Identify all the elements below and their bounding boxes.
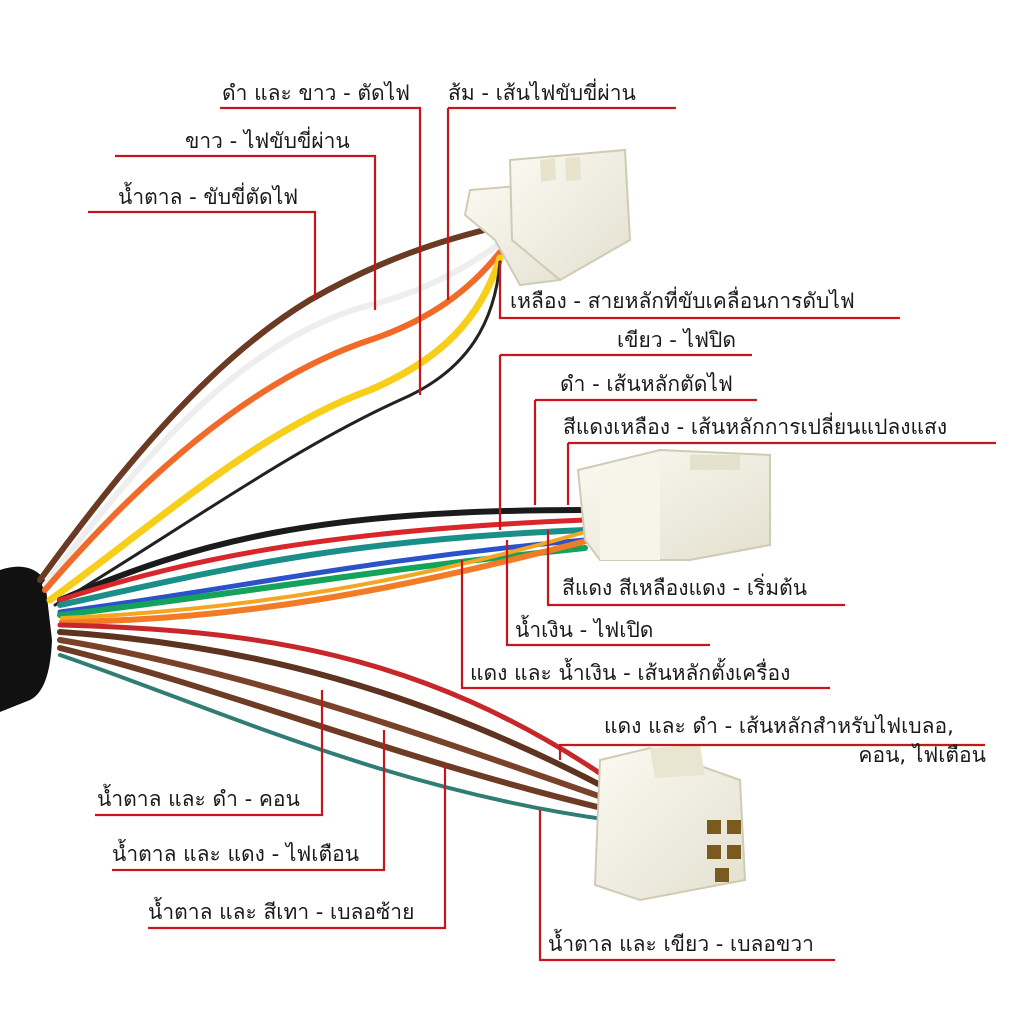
label-brown-red: น้ำตาล และ แดง - ไฟเตือน <box>112 842 360 866</box>
leader-white <box>115 154 377 310</box>
wire-brown-3 <box>57 645 613 813</box>
leader-blue <box>505 540 710 647</box>
leader-brown-red <box>112 730 386 872</box>
leader-red-blue <box>460 560 830 690</box>
wire-yellow <box>46 254 504 604</box>
label-red-black-1: แดง และ ดำ - เส้นหลักสำหรับไฟเบลอ, <box>604 714 954 738</box>
label-yellow: เหลือง - สายหลักที่ขับเคลื่อนการดับไฟ <box>510 289 855 313</box>
label-orange: ส้ม - เส้นไฟขับขี่ผ่าน <box>448 81 636 105</box>
label-brown-grey: น้ำตาล และ สีเทา - เบลอซ้าย <box>148 900 415 924</box>
leader-red-black <box>558 743 985 760</box>
label-red-blue: แดง และ น้ำเงิน - เส้นหลักตั้งเครื่อง <box>470 661 791 685</box>
leader-green <box>498 353 752 530</box>
leader-yellow <box>498 262 900 320</box>
leader-black-white <box>220 106 422 395</box>
label-blue: น้ำเงิน - ไฟเปิด <box>515 618 654 642</box>
wire-teal-bottom <box>58 653 612 822</box>
label-white: ขาว - ไฟขับขี่ผ่าน <box>185 129 350 153</box>
wire-teal <box>57 527 588 608</box>
wire-blue <box>57 537 588 615</box>
wire-orange-mid <box>59 537 593 625</box>
label-red-black-2: คอน, ไฟเตือน <box>858 743 986 767</box>
label-brown-top: น้ำตาล - ขับขี่ตัดไฟ <box>118 185 299 209</box>
middle-wire-group <box>57 507 594 625</box>
wire-black-top <box>53 260 502 607</box>
leader-lines <box>88 106 996 962</box>
wire-brown-2 <box>57 637 613 803</box>
label-brown-black: น้ำตาล และ ดำ - คอน <box>97 787 300 811</box>
wire-brown-1 <box>57 629 613 793</box>
leader-brown-top <box>88 210 317 300</box>
label-green: เขียว - ไฟปิด <box>617 328 736 352</box>
bottom-connector <box>593 745 747 902</box>
middle-connector <box>576 448 771 561</box>
leader-red-yellow <box>566 441 996 505</box>
wire-green <box>57 545 588 618</box>
leader-orange <box>446 106 676 300</box>
label-black-white: ดำ และ ขาว - ตัดไฟ <box>222 81 411 105</box>
bottom-wire-group <box>57 622 613 822</box>
leader-red-yellow-red <box>546 530 845 607</box>
wire-red-bottom <box>57 622 613 783</box>
wire-yellow-mid <box>60 528 594 620</box>
wire-black-mid <box>57 507 588 603</box>
cable-sheath <box>0 566 52 712</box>
wire-orange <box>42 249 503 593</box>
top-wire-group <box>37 222 508 607</box>
label-black: ดำ - เส้นหลักตัดไฟ <box>560 372 733 396</box>
wire-red <box>57 517 588 603</box>
leader-brown-green <box>538 810 835 962</box>
label-red-yellow-red: สีแดง สีเหลืองแดง - เริ่มต้น <box>562 576 808 600</box>
leader-brown-grey <box>148 765 447 930</box>
label-brown-green: น้ำตาล และ เขียว - เบลอขวา <box>548 932 814 956</box>
wire-white <box>42 237 508 588</box>
wire-brown-top <box>37 222 508 583</box>
leader-black <box>533 398 757 505</box>
leader-brown-black <box>95 690 324 817</box>
label-red-yellow: สีแดงเหลือง - เส้นหลักการเปลี่ยนแปลงแสง <box>563 415 948 439</box>
top-connector <box>463 148 632 287</box>
